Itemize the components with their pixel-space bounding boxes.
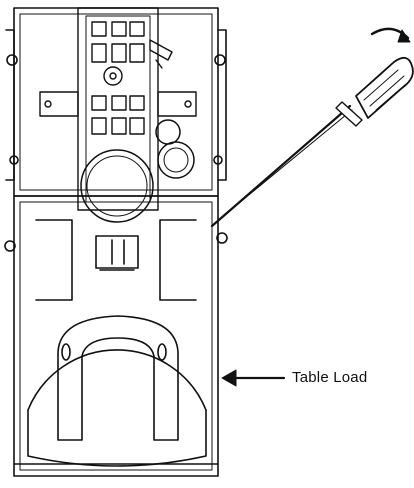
table-load-arrow: [221, 369, 286, 387]
disc-recess: [27, 315, 207, 467]
carriage-bracket: [39, 7, 197, 211]
table-load-label: Table Load: [292, 369, 368, 386]
curved-arrow-icon: [370, 27, 411, 43]
spindle-assembly: [80, 119, 195, 223]
loading-tray: [4, 195, 228, 477]
screwdriver: [210, 56, 414, 228]
